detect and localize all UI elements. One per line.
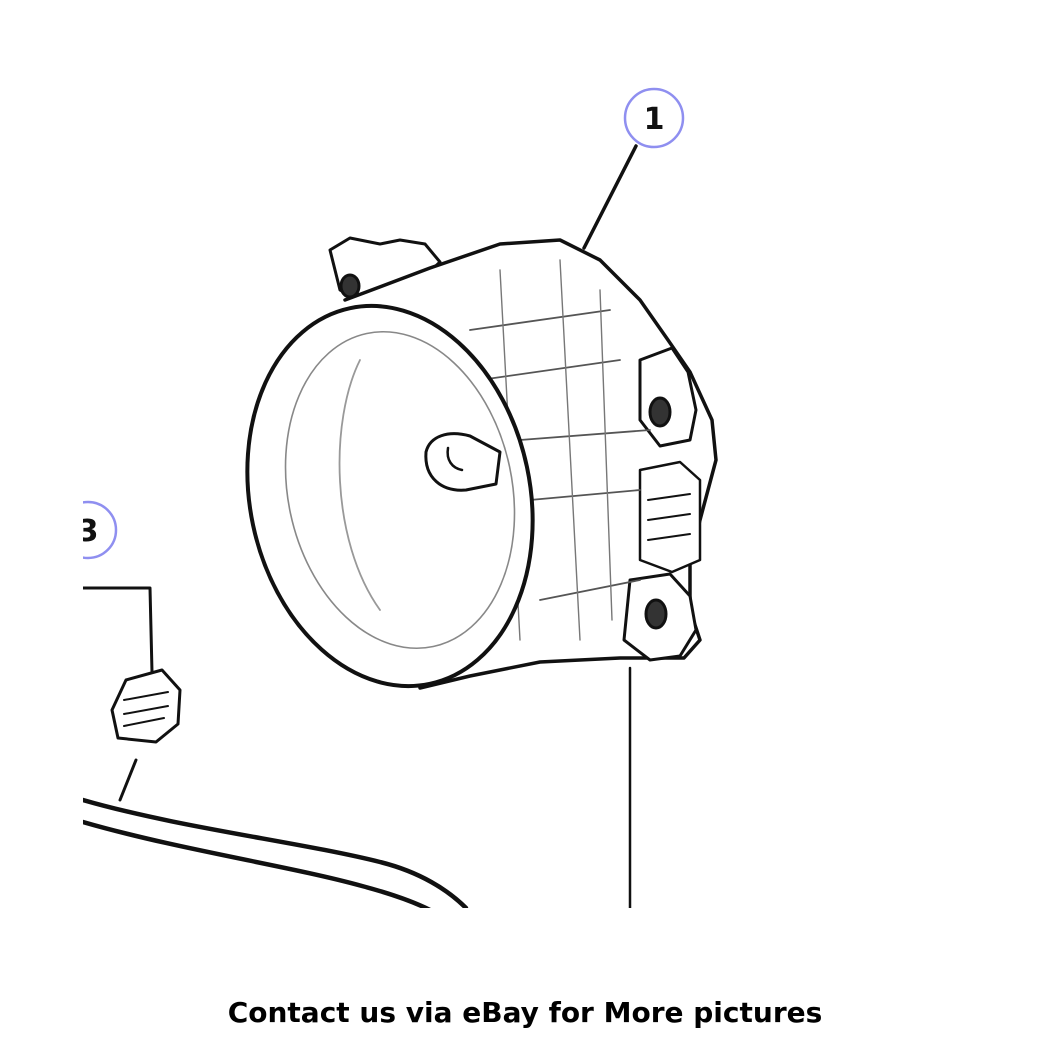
callout-1: 1 (623, 87, 685, 149)
wiring-harness-icon (83, 586, 469, 908)
contact-caption: Contact us via eBay for More pictures (227, 996, 823, 1029)
callout-3: 3 (78, 500, 118, 560)
callout-3-label: 3 (78, 514, 99, 549)
leader-line-1 (582, 144, 638, 250)
callout-1-label: 1 (644, 102, 665, 137)
fog-lamp-icon (245, 236, 718, 690)
